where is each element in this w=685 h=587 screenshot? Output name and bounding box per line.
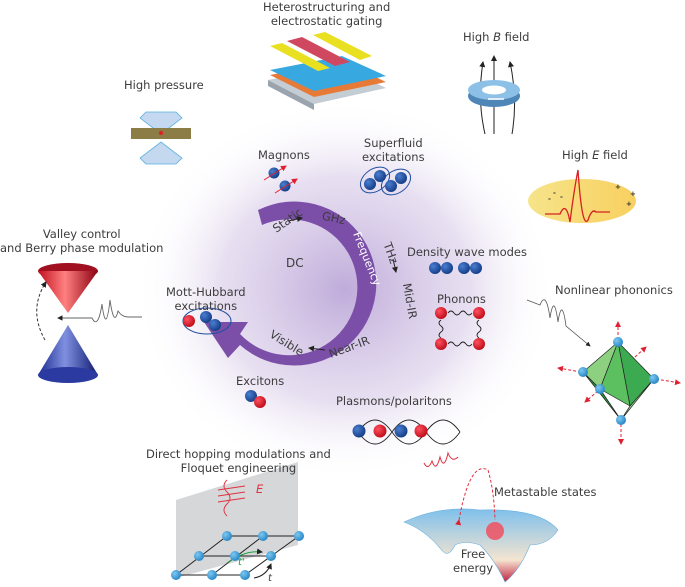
density-wave-icon	[429, 262, 482, 274]
scale-arrow-static-ghz	[287, 216, 303, 222]
high-e-suffix: field	[599, 148, 628, 162]
label-magnons: Magnons	[258, 148, 310, 162]
phonon-lattice-icon	[435, 307, 485, 350]
diamond-anvil-icon	[131, 111, 191, 165]
label-floquet-line2: Floquet engineering	[180, 461, 297, 475]
label-density-wave: Density wave modes	[407, 245, 527, 259]
central-glow	[135, 100, 555, 480]
label-high-b-field: High B field	[463, 30, 529, 44]
magnon-spins-icon	[263, 165, 298, 194]
high-e-var: E	[592, 148, 600, 162]
label-plasmons: Plasmons/polaritons	[336, 394, 452, 408]
floquet-hop-symbol: t	[268, 573, 272, 584]
svg-text:-: -	[560, 193, 563, 201]
floquet-hop2-symbol: t'	[238, 557, 245, 568]
high-b-var: B	[493, 30, 501, 44]
label-mott-line2: excitations	[174, 299, 238, 313]
label-valley-line1: Valley control	[42, 227, 121, 241]
svg-text:+: +	[626, 200, 632, 208]
heterostructure-icon	[268, 32, 386, 110]
valley-cones-icon	[36, 263, 142, 383]
label-free-line2: energy	[453, 561, 494, 575]
label-superfluid-line1: Superfluid	[363, 136, 423, 150]
scale-arrow-nearir-visible	[308, 345, 326, 352]
magnetic-ring-icon	[468, 55, 520, 135]
superfluid-pairs-icon	[359, 166, 412, 196]
electric-field-icon: --- +++	[528, 169, 636, 223]
svg-text:-: -	[548, 195, 551, 203]
label-hetero-line1: Heterostructuring and	[263, 0, 391, 14]
label-mott-line1: Mott-Hubbard	[166, 285, 246, 299]
label-free-energy: Free energy	[453, 547, 493, 575]
label-excitons: Excitons	[236, 374, 285, 388]
floquet-field-symbol: E	[256, 482, 264, 496]
floquet-lattice-icon	[171, 462, 304, 580]
svg-text:+: +	[615, 183, 621, 191]
svg-text:-: -	[553, 189, 556, 197]
label-floquet-line1: Direct hopping modulations and	[146, 447, 331, 461]
high-b-prefix: High	[463, 30, 494, 44]
plasmon-wave-icon	[352, 419, 461, 445]
label-high-pressure: High pressure	[124, 78, 204, 92]
svg-text:+: +	[630, 190, 636, 198]
label-valley: Valley control and Berry phase modulatio…	[0, 227, 163, 255]
mott-hubbard-icon	[182, 307, 232, 335]
exciton-icon	[245, 390, 266, 408]
label-hetero-line2: electrostatic gating	[270, 14, 383, 28]
label-superfluid: Superfluid excitations	[362, 136, 425, 164]
label-heterostructuring: Heterostructuring and electrostatic gati…	[263, 0, 390, 28]
free-energy-surface-icon	[403, 451, 559, 583]
high-b-suffix: field	[500, 30, 530, 44]
label-dc: DC	[286, 256, 304, 270]
label-valley-line2: and Berry phase modulation	[0, 241, 164, 255]
scale-arrow-thz-midir	[391, 258, 398, 273]
octahedron-icon	[526, 299, 681, 445]
label-phonons: Phonons	[437, 292, 486, 306]
label-free-line1: Free	[460, 547, 486, 561]
label-floquet: Direct hopping modulations and Floquet e…	[146, 447, 331, 475]
label-mott-hubbard: Mott-Hubbard excitations	[166, 285, 246, 313]
label-metastable: Metastable states	[494, 485, 597, 499]
high-e-prefix: High	[562, 148, 593, 162]
label-high-e-field: High E field	[562, 148, 628, 162]
label-nonlinear-phononics: Nonlinear phononics	[555, 283, 673, 297]
label-superfluid-line2: excitations	[362, 150, 425, 164]
